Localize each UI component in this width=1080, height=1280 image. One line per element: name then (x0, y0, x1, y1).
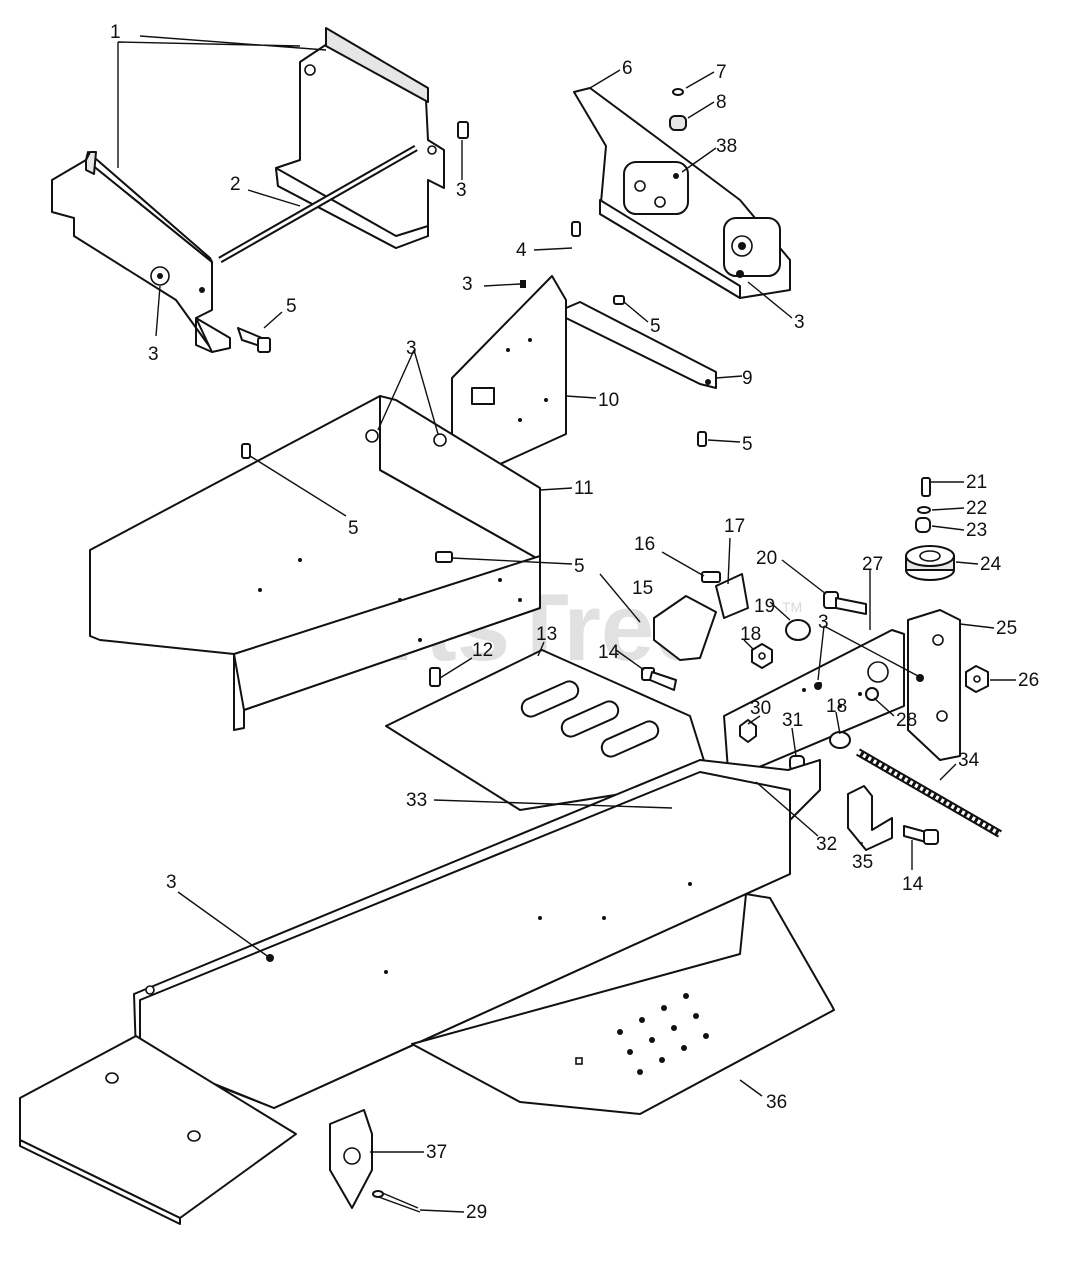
part-5-bolt-frame-b[interactable] (435, 551, 453, 563)
callout-11: 11 (574, 478, 594, 499)
part-8-bushing[interactable] (669, 115, 687, 131)
callout-32: 32 (816, 834, 837, 855)
callout-35: 35 (852, 852, 873, 873)
part-19-bushing[interactable] (785, 619, 811, 641)
part-18-nut-a[interactable] (751, 643, 773, 669)
callouts: 1 2 3 3 3 3 3 3 3 4 5 5 5 5 5 6 7 8 9 10… (110, 22, 1039, 1223)
callout-5: 5 (348, 518, 359, 539)
part-34-threaded-rod[interactable] (855, 748, 1003, 838)
part-7-washer[interactable] (672, 88, 684, 96)
callout-36: 36 (766, 1092, 787, 1113)
part-38-nut[interactable] (673, 173, 679, 179)
callout-3: 3 (406, 338, 417, 359)
part-5-bolt-mid[interactable] (613, 295, 625, 305)
part-25-hitch-bracket[interactable] (907, 609, 961, 761)
callout-16: 16 (634, 534, 655, 555)
callout-17: 17 (724, 516, 745, 537)
callout-33: 33 (406, 790, 427, 811)
part-3-nut-hitch-a[interactable] (814, 682, 822, 690)
callout-5: 5 (574, 556, 585, 577)
part-4-bolt[interactable] (571, 221, 581, 237)
callout-14: 14 (902, 874, 924, 895)
callout-27: 27 (862, 554, 883, 575)
part-6-mount-bracket[interactable] (573, 87, 791, 299)
callout-29: 29 (466, 1202, 487, 1223)
callout-13: 13 (536, 624, 557, 645)
part-3-nut-bracket[interactable] (736, 270, 744, 278)
part-22-washer[interactable] (917, 506, 931, 514)
callout-7: 7 (716, 62, 727, 83)
part-30-nut[interactable] (739, 719, 757, 743)
callout-18: 18 (740, 624, 761, 645)
callout-3: 3 (818, 612, 829, 633)
part-21-bolt[interactable] (921, 477, 931, 497)
callout-12: 12 (472, 640, 493, 661)
callout-30: 30 (750, 698, 771, 719)
callout-34: 34 (958, 750, 980, 771)
part-12-bolt[interactable] (429, 667, 441, 687)
main-frame[interactable] (19, 759, 821, 1225)
part-29-cotter-pin[interactable] (372, 1190, 421, 1213)
part-17-bracket[interactable] (715, 573, 749, 619)
callout-2: 2 (230, 174, 241, 195)
callout-5: 5 (286, 296, 297, 317)
part-3-nut-top-left-b[interactable] (457, 121, 469, 139)
callout-15: 15 (632, 578, 653, 599)
callout-10: 10 (598, 390, 619, 411)
part-1-right-plate[interactable] (275, 27, 445, 249)
part-11-channel-frame[interactable] (89, 395, 541, 731)
part-20-bolt[interactable] (823, 591, 867, 615)
callout-3: 3 (166, 872, 177, 893)
callout-22: 22 (966, 498, 987, 519)
callout-21: 21 (966, 472, 987, 493)
callout-24: 24 (980, 554, 1002, 575)
part-2-rod[interactable] (218, 144, 418, 264)
part-18-nut-b[interactable] (829, 731, 851, 749)
callout-5: 5 (650, 316, 661, 337)
callout-1: 1 (110, 22, 121, 43)
part-23-spacer[interactable] (915, 517, 931, 533)
part-24-spacer[interactable] (905, 545, 955, 581)
part-5-bolt-top-left[interactable] (237, 327, 271, 353)
part-1-left-plate[interactable] (51, 151, 231, 353)
callout-3: 3 (148, 344, 159, 365)
callout-23: 23 (966, 520, 987, 541)
callout-3: 3 (456, 180, 467, 201)
callout-20: 20 (756, 548, 777, 569)
part-13-floor-plate[interactable] (385, 649, 711, 811)
part-36-footrest-plate[interactable] (411, 893, 835, 1115)
part-3-nut-mid[interactable] (520, 280, 526, 288)
callout-6: 6 (622, 58, 633, 79)
part-5-bolt-right[interactable] (697, 431, 707, 447)
callout-28: 28 (896, 710, 917, 731)
callout-9: 9 (742, 368, 753, 389)
part-3-nut-top-left-a[interactable] (150, 266, 170, 286)
callout-3: 3 (462, 274, 473, 295)
callout-3: 3 (794, 312, 805, 333)
leader-lines (117, 35, 1016, 1213)
callout-8: 8 (716, 92, 727, 113)
callout-38: 38 (716, 136, 737, 157)
part-14-bolt-a[interactable] (641, 667, 677, 691)
callout-18: 18 (826, 696, 847, 717)
callout-37: 37 (426, 1142, 447, 1163)
callout-5: 5 (742, 434, 753, 455)
part-37-latch-plate[interactable] (329, 1109, 373, 1209)
part-35-angle-clip[interactable] (847, 785, 893, 851)
callout-31: 31 (782, 710, 803, 731)
part-15-bracket[interactable] (653, 595, 717, 661)
callout-19: 19 (754, 596, 775, 617)
callout-14: 14 (598, 642, 620, 663)
part-9-angle-bar[interactable] (565, 301, 717, 389)
callout-4: 4 (516, 240, 527, 261)
part-5-bolt-frame-a[interactable] (241, 443, 251, 459)
callout-26: 26 (1018, 670, 1039, 691)
callout-25: 25 (996, 618, 1017, 639)
part-16-bolt[interactable] (701, 571, 721, 583)
part-26-nut[interactable] (965, 665, 989, 693)
part-14-bolt-b[interactable] (903, 825, 939, 845)
part-28-nut[interactable] (865, 687, 879, 701)
watermark-tm: TM (782, 599, 802, 615)
